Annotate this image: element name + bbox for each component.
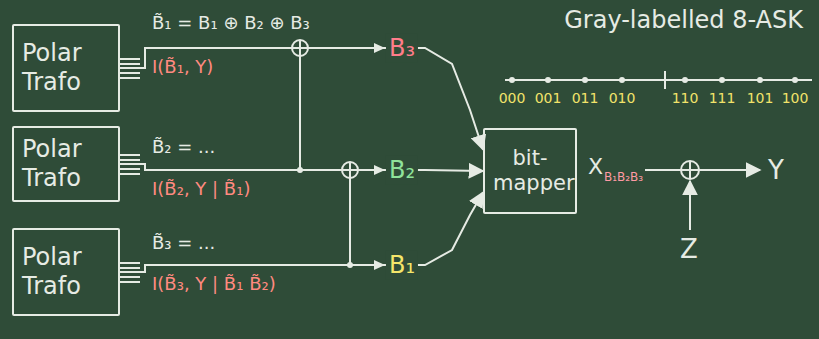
mutual-information: I(B̃₃, Y | B̃₁ B̃₂) (152, 273, 276, 295)
gray-label: 001 (535, 90, 562, 107)
equation: B̃₂ = ... (152, 136, 215, 158)
bit-label: B₃ (386, 34, 418, 63)
box-label: bit- mapper (493, 146, 567, 196)
equation: B̃₁ = B₁ ⊕ B₂ ⊕ B₃ (152, 12, 310, 34)
connector (120, 193, 483, 273)
gray-label: 100 (782, 90, 809, 107)
xor-gates (292, 40, 358, 265)
polar-transform-box: Polar Trafo (12, 228, 120, 316)
signal-name: Z (680, 234, 698, 265)
bus-lines (120, 59, 140, 282)
gray-label: 000 (499, 90, 526, 107)
awgn-channel (645, 161, 760, 230)
gray-label: 111 (709, 90, 736, 107)
connector (120, 164, 483, 171)
signal-name: X (588, 154, 603, 180)
gray-label: 110 (672, 90, 699, 107)
bit-label: B₂ (386, 156, 418, 185)
polar-transform-box: Polar Trafo (12, 126, 120, 202)
box-label: Polar Trafo (22, 135, 110, 193)
gray-label: 101 (747, 90, 774, 107)
mutual-information: I(B̃₁, Y) (152, 56, 213, 78)
gray-label: 010 (609, 90, 636, 107)
signal-subscript: B₁B₂B₃ (604, 170, 643, 184)
box-label: Polar Trafo (22, 243, 110, 301)
bit-mapper-box: bit- mapper (483, 128, 577, 214)
title: Gray-labelled 8-ASK (564, 6, 803, 35)
arrowheads (374, 43, 385, 270)
signal-name: Y (768, 155, 784, 186)
polar-transform-box: Polar Trafo (12, 24, 120, 112)
connector (120, 48, 483, 150)
box-label: Polar Trafo (22, 39, 110, 97)
gray-label: 011 (572, 90, 599, 107)
junction-dots (297, 167, 353, 268)
mutual-information: I(B̃₂, Y | B̃₁) (152, 178, 250, 200)
equation: B̃₃ = ... (152, 232, 215, 254)
number-line (505, 71, 812, 89)
bit-label: B₁ (386, 251, 418, 280)
